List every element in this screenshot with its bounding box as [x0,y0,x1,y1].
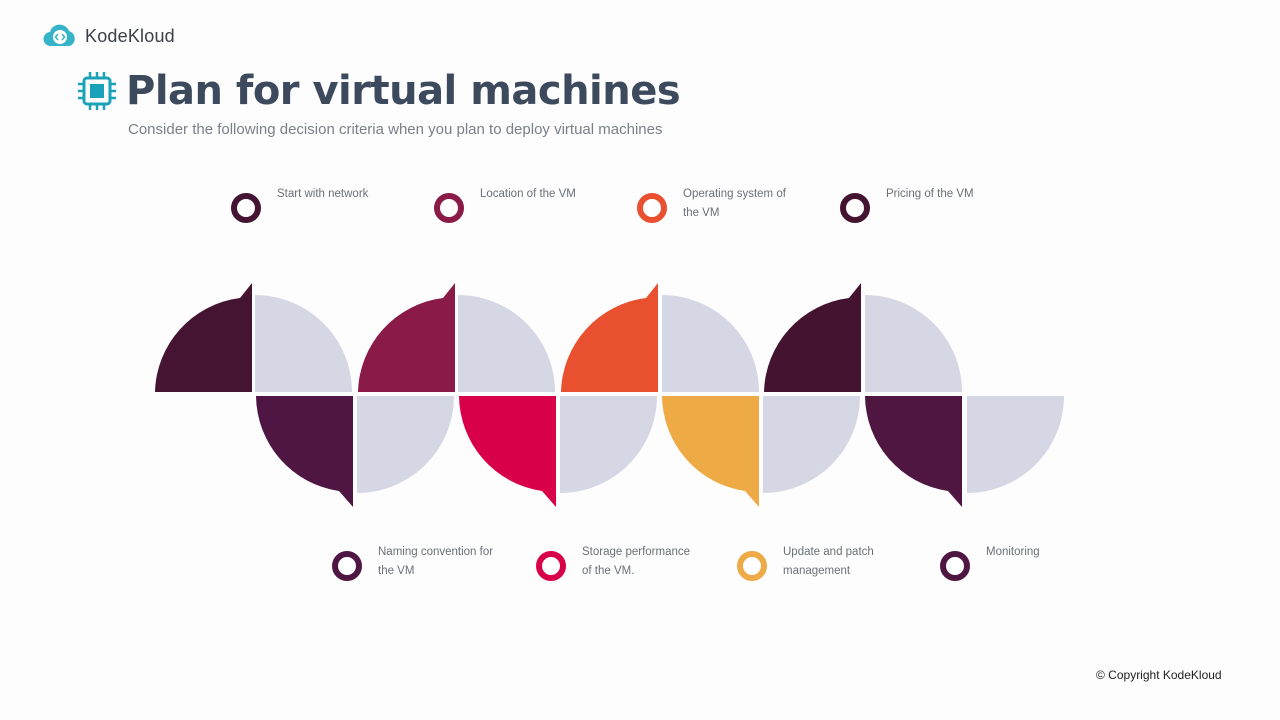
criterion-label: Pricing of the VM [886,188,974,200]
bottom-gray-tile-2 [763,396,860,493]
ring-marker-icon [434,193,464,223]
bottom-tile-2 [662,396,759,507]
brand-name: KodeKloud [85,25,175,46]
ring-marker-icon [737,551,767,581]
ring-marker-icon [840,193,870,223]
top-tile-3 [764,283,861,392]
criterion-label: Update and patch management [783,546,874,577]
kodekloud-logo: KodeKloud [43,24,175,48]
top-gray-tile-3 [865,295,962,392]
ring-marker-icon [940,551,970,581]
top-tile-0 [155,283,252,392]
criterion-criteria_bottom-2: Update and patch management [737,546,903,581]
bottom-gray-tile-1 [560,396,657,493]
criterion-criteria_bottom-0: Naming convention for the VM [332,546,498,581]
page-subtitle: Consider the following decision criteria… [128,121,663,138]
bottom-tile-3 [865,396,962,507]
criterion-label: Start with network [277,188,369,200]
top-gray-tile-1 [458,295,555,392]
criterion-criteria_top-3: Pricing of the VM [840,188,1006,223]
cloud-code-icon [43,24,75,47]
top-tile-1 [358,283,455,392]
criterion-criteria_bottom-1: Storage performance of the VM. [536,546,702,581]
chip-icon [78,72,116,110]
criterion-label: Monitoring [986,546,1040,558]
criterion-criteria_bottom-3: Monitoring [940,546,1106,581]
top-tile-2 [561,283,658,392]
bottom-gray-tile-0 [357,396,454,493]
ring-marker-icon [231,193,261,223]
bottom-tile-0 [256,396,353,507]
page-title: Plan for virtual machines [126,68,681,114]
bottom-tile-1 [459,396,556,507]
ring-marker-icon [637,193,667,223]
ring-marker-icon [536,551,566,581]
copyright: © Copyright KodeKloud [1096,668,1222,682]
top-gray-tile-0 [255,295,352,392]
criterion-criteria_top-1: Location of the VM [434,188,600,223]
criterion-criteria_top-0: Start with network [231,188,397,223]
criterion-label: Storage performance of the VM. [582,546,691,577]
criterion-criteria_top-2: Operating system of the VM [637,188,803,223]
ring-marker-icon [332,551,362,581]
criterion-label: Naming convention for the VM [378,546,494,577]
top-gray-tile-2 [662,295,759,392]
criterion-label: Location of the VM [480,188,576,200]
criterion-label: Operating system of the VM [683,188,786,219]
bottom-gray-tile-3 [967,396,1064,493]
